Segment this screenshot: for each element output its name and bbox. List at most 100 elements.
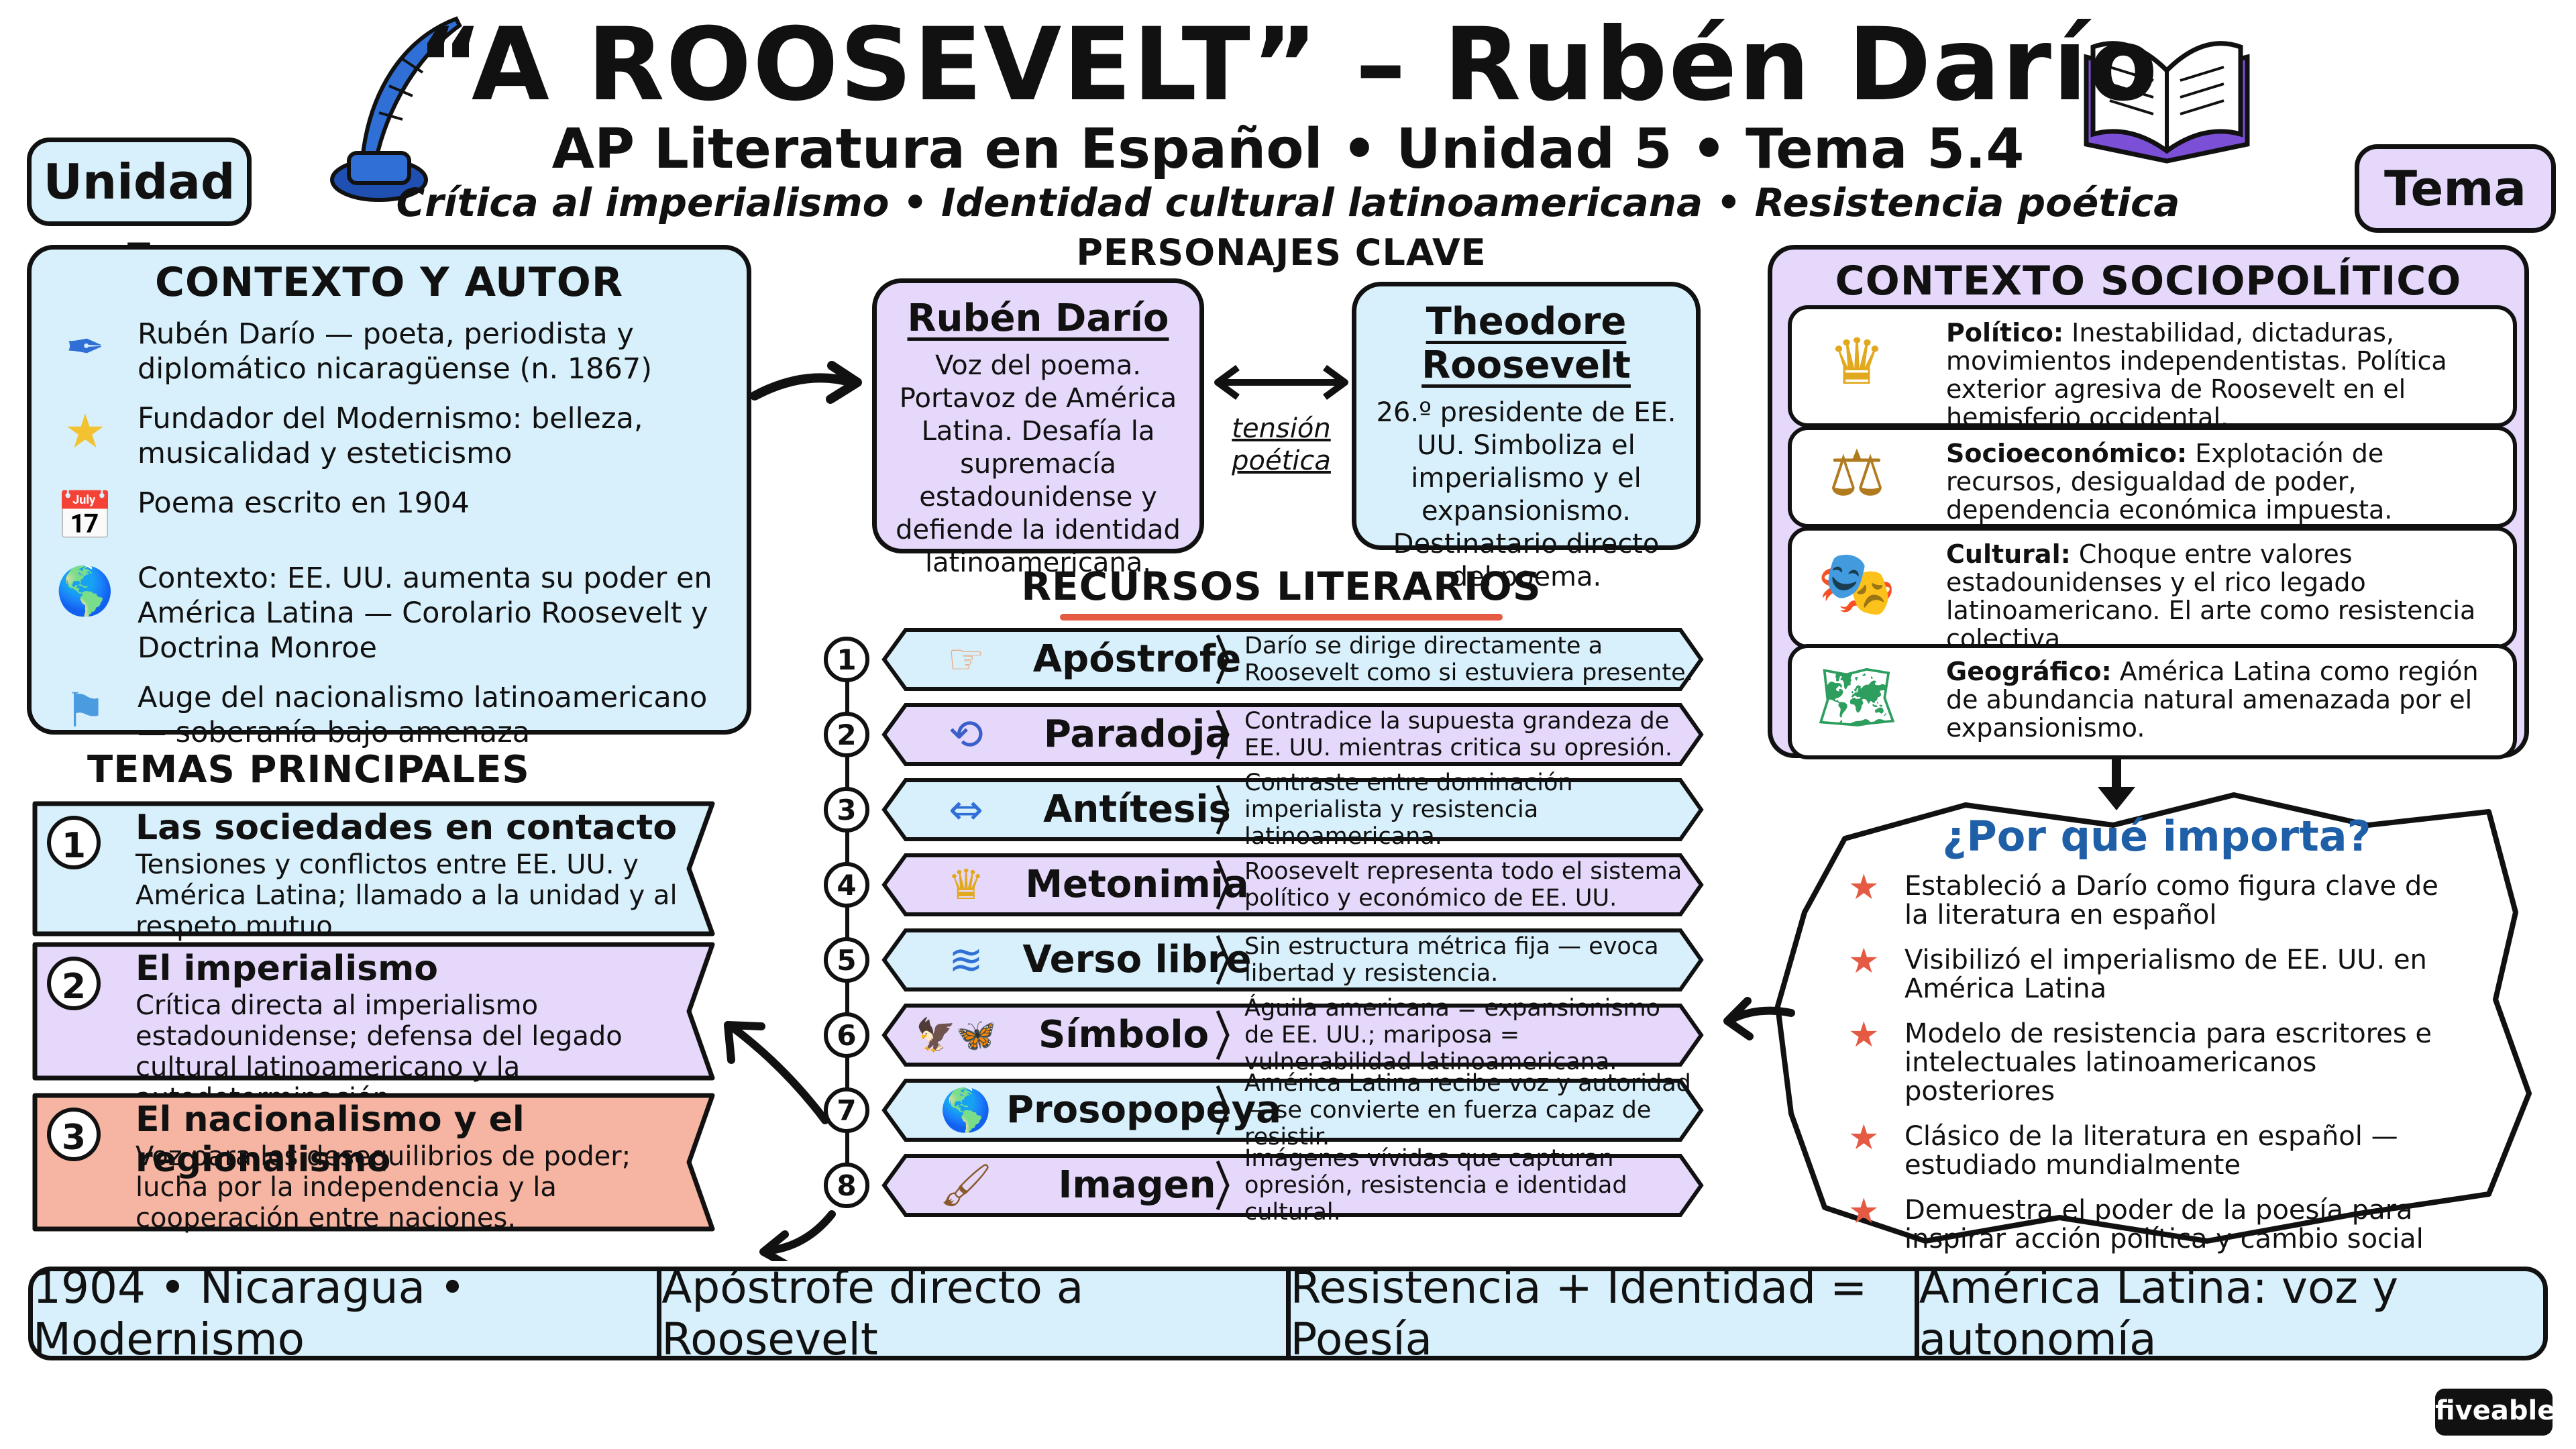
star-icon: ★ <box>1848 1015 1880 1055</box>
star-icon: ★ <box>1848 1118 1880 1158</box>
sociopolitical-item-text: Geográfico: América Latina como región d… <box>1946 657 2500 742</box>
context-panel: CONTEXTO Y AUTOR ✒Rubén Darío — poeta, p… <box>27 245 751 749</box>
context-item: ✒Rubén Darío — poeta, periodista y diplo… <box>52 317 729 386</box>
why-burst-shape <box>1775 792 2532 1244</box>
device-name: Símbolo <box>1038 1013 1210 1057</box>
brand-logo: fiveable <box>2435 1389 2555 1436</box>
theme-description: Voz para los desequilibrios de poder; lu… <box>136 1141 631 1234</box>
characters-heading: PERSONAJES CLAVE <box>1076 231 1487 274</box>
quill-icon: ✒ <box>65 319 105 374</box>
map-icon: 🗺 <box>1816 661 1898 735</box>
device-number-badge: 1 <box>824 637 869 682</box>
context-item: ★ Fundador del Modernismo: belleza, music… <box>52 401 729 471</box>
character-card-roosevelt: Theodore Roosevelt 26.º presidente de EE… <box>1352 282 1701 592</box>
why-item-text: Demuestra el poder de la poesía para ins… <box>1904 1195 2424 1254</box>
why-item: ★ Demuestra el poder de la poesía para in… <box>1848 1191 2465 1254</box>
device-name: Apóstrofe <box>1032 637 1242 681</box>
theme-title: El imperialismo <box>136 949 439 989</box>
arrow-down-to-why <box>2098 757 2135 810</box>
why-item: ★ Clásico de la literatura en español — e… <box>1848 1118 2465 1181</box>
sociopolitical-item: 🗺 Geográfico: América Latina como región … <box>1788 644 2517 759</box>
latin-america-map-icon: 🌎 <box>940 1085 992 1134</box>
character-name-dario: Rubén Darío <box>907 297 1169 340</box>
device-number-badge: 4 <box>824 862 869 908</box>
sociopolitical-item-label: Socioeconómico: <box>1946 439 2188 468</box>
why-item-text: Clásico de la literatura en español — es… <box>1904 1121 2398 1181</box>
device-banner-shape <box>881 1154 1704 1217</box>
devices-heading-underline <box>1060 614 1503 621</box>
device-number-badge: 8 <box>824 1163 869 1208</box>
star-icon: ★ <box>1848 941 1880 981</box>
globe-icon: 🌎 <box>56 564 115 619</box>
context-item-text: Auge del nacionalismo latinoamericano — … <box>138 681 708 749</box>
theme-description: Tensiones y conflictos entre EE. UU. y A… <box>136 849 678 942</box>
why-heading: ¿Por qué importa? <box>1942 812 2371 861</box>
sociopolitical-item-label: Cultural: <box>1946 539 2071 569</box>
arrow-why-to-devices <box>1723 997 1795 1040</box>
sociopolitical-item-body: Explotación de recursos, desigualdad de … <box>1946 439 2393 525</box>
context-item-text: Fundador del Modernismo: belleza, musica… <box>138 402 643 470</box>
summary-cell: Apóstrofe directo a Roosevelt <box>661 1262 1291 1365</box>
device-name: Imagen <box>1058 1163 1216 1207</box>
star-icon: ★ <box>1848 1191 1880 1232</box>
character-desc-dario: Voz del poema. Portavoz de América Latin… <box>896 350 1181 578</box>
character-card-dario: Rubén Darío Voz del poema. Portavoz de A… <box>872 278 1204 578</box>
context-list: ✒Rubén Darío — poeta, periodista y diplo… <box>52 317 729 765</box>
device-name: Metonimia <box>1025 863 1249 906</box>
sociopolitical-heading: CONTEXTO SOCIOPOLÍTICO <box>1835 258 2462 305</box>
sociopolitical-item: ⚖ Socioeconómico: Explotación de recursos… <box>1788 426 2517 528</box>
tension-label: tensión poética <box>1232 413 1331 476</box>
why-item: ★ Visibilizó el imperialismo de EE. UU. e… <box>1848 941 2465 1004</box>
device-number-badge: 5 <box>824 937 869 983</box>
theme-number-badge: 1 <box>47 816 101 869</box>
sociopolitical-item: 🎭Cultural: Choque entre valores estadoun… <box>1788 527 2517 653</box>
page-title: “A ROOSEVELT” – Rubén Darío <box>417 7 2159 123</box>
double-arrow-icon: ⇔ <box>949 785 983 834</box>
sociopolitical-item-label: Político: <box>1946 318 2064 347</box>
device-name: Verso libre <box>1022 938 1252 981</box>
cycle-arrows-icon: ⟲ <box>949 710 983 759</box>
summary-cell: América Latina: voz y autonomía <box>1919 1262 2399 1365</box>
character-name-roosevelt: Theodore Roosevelt <box>1421 300 1631 387</box>
device-description: Contraste entre dominación imperialista … <box>1244 769 1573 850</box>
device-banner-shape <box>881 928 1704 991</box>
why-item: ★ Estableció a Darío como figura clave de… <box>1848 867 2465 930</box>
why-item: ★Modelo de resistencia para escritores e… <box>1848 1015 2465 1106</box>
context-item-text: Contexto: EE. UU. aumenta su poder en Am… <box>138 561 712 665</box>
device-banner-shape <box>881 853 1704 916</box>
arrow-devices-to-themes <box>724 1021 836 1261</box>
theme-description: Crítica directa al imperialismo estadoun… <box>136 990 623 1114</box>
crown-icon: ♛ <box>1828 325 1886 399</box>
theme-banner-shape <box>32 942 715 1081</box>
context-item-text: Poema escrito en 1904 <box>138 486 470 520</box>
page-tagline: Crítica al imperialismo • Identidad cult… <box>396 180 2180 225</box>
sociopolitical-item-label: Geográfico: <box>1946 657 2112 686</box>
scales-icon: ⚖ <box>1828 437 1886 511</box>
why-item-text: Estableció a Darío como figura clave de … <box>1904 871 2438 930</box>
theme-title: El nacionalismo y el regionalismo <box>136 1099 525 1180</box>
star-icon: ★ <box>1848 867 1880 908</box>
device-banner-shape <box>881 778 1704 841</box>
open-book-icon <box>2073 17 2261 171</box>
star-icon: ★ <box>64 404 107 459</box>
sociopolitical-item-text: Cultural: Choque entre valores estadouni… <box>1946 540 2500 653</box>
crown-icon: ♛ <box>947 860 985 909</box>
device-number-badge: 6 <box>824 1012 869 1058</box>
device-banner-shape <box>881 703 1704 766</box>
themes-heading: TEMAS PRINCIPALES <box>87 748 530 792</box>
theme-title: Las sociedades en contacto <box>136 808 678 848</box>
eagle-butterfly-icon: 🦅🦋 <box>916 1016 996 1054</box>
why-item-text: Visibilizó el imperialismo de EE. UU. en… <box>1904 945 2427 1004</box>
calendar-icon: 📅 <box>56 488 115 543</box>
device-number-badge: 7 <box>824 1087 869 1133</box>
device-description: Roosevelt representa todo el sistema pol… <box>1244 858 1682 912</box>
device-banner-shape <box>881 628 1704 691</box>
